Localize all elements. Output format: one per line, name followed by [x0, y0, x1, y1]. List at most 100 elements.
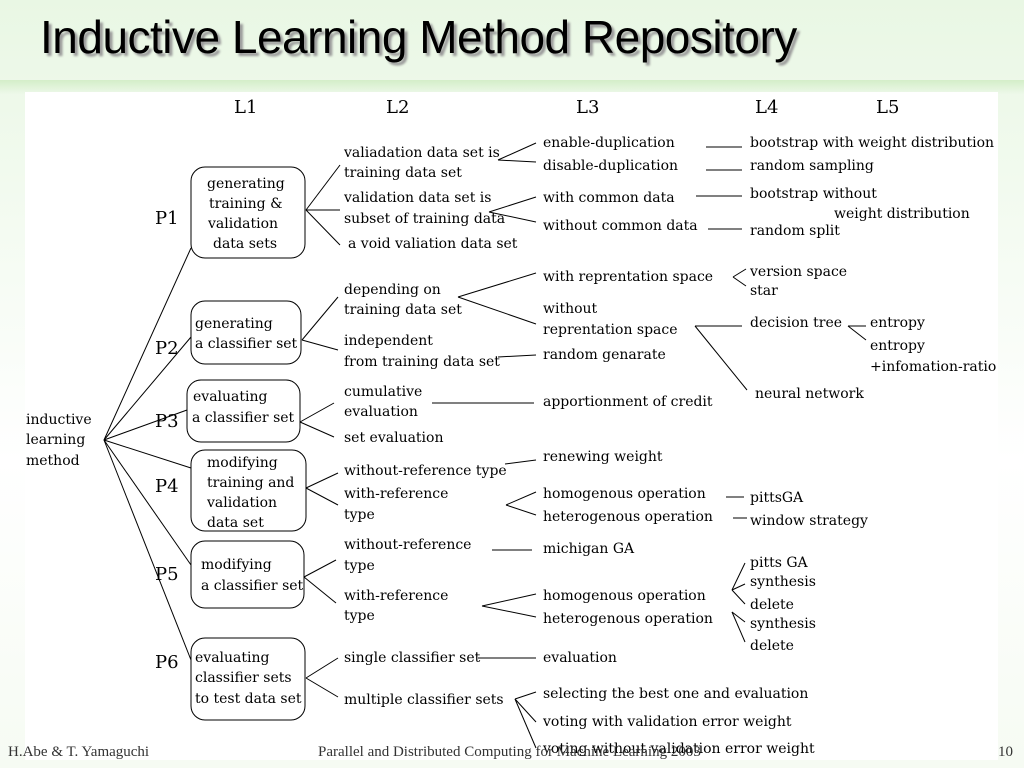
l2-p2a-line2: training data set	[344, 302, 462, 318]
l2-p5a-line2: type	[344, 558, 375, 574]
l4-random-sampling: random sampling	[750, 158, 874, 174]
l3-homogenous-operation-p4: homogenous operation	[543, 486, 706, 502]
l1-p3-line1: evaluating	[193, 389, 268, 405]
root-label-2: learning	[26, 432, 85, 448]
l3-enable-duplication: enable-duplication	[543, 135, 675, 151]
header-l2: L2	[386, 97, 409, 118]
l3-without-rep-line1: without	[543, 301, 598, 317]
l1-p4-line4: data set	[207, 515, 264, 531]
l2-p1c: a void valiation data set	[348, 236, 518, 252]
l1-l2-connectors	[299, 164, 341, 698]
l2-p1a-line2: training data set	[344, 165, 462, 181]
l2-p2b-line2: from training data set	[344, 354, 500, 370]
root-label-1: inductive	[26, 412, 92, 428]
l2-p5b-line1: with-reference	[344, 588, 448, 604]
l1-box-p3	[186, 379, 301, 443]
l2-p1a-line1: valiadation data set is	[343, 145, 500, 161]
l2-p5b-line2: type	[344, 608, 375, 624]
l4-random-split: random split	[750, 223, 840, 239]
title-divider	[0, 80, 1024, 94]
label-p2: P2	[155, 338, 179, 359]
l3-heterogenous-operation-p4: heterogenous operation	[543, 509, 713, 525]
l3-voting-with-weight: voting with validation error weight	[542, 714, 792, 730]
footer-page-number: 10	[998, 744, 1013, 760]
header-l5: L5	[876, 97, 899, 118]
l2-p3b: set evaluation	[344, 430, 443, 446]
label-p5: P5	[155, 564, 179, 585]
l3-with-reprentation-space: with reprentation space	[543, 269, 713, 285]
l3-with-common-data: with common data	[543, 190, 675, 206]
l2-p4b-line1: with-reference	[344, 486, 448, 502]
l1-p3-line2: a classifier set	[192, 410, 295, 426]
l2-p4b-line2: type	[344, 507, 375, 523]
l4-l5-connectors	[847, 325, 867, 341]
l1-p5-line2: a classifier set	[201, 578, 304, 594]
page-title: Inductive Learning Method Repository	[40, 11, 797, 63]
l3-renewing-weight: renewing weight	[543, 449, 663, 465]
l2-p4a: without-reference type	[344, 463, 507, 479]
l4-pittsga: pittsGA	[750, 490, 804, 506]
l2-p6a: single classifier set	[344, 650, 481, 666]
label-p6: P6	[155, 652, 179, 673]
l1-box-p2	[190, 300, 302, 365]
l3-without-rep-line2: reprentation space	[543, 322, 678, 338]
l3-voting-without-weight: voting without validation error weight	[542, 741, 815, 757]
label-p1: P1	[155, 208, 179, 229]
l3-disable-duplication: disable-duplication	[543, 158, 678, 174]
l4-weight-distribution: weight distribution	[834, 206, 970, 222]
header-l1: L1	[234, 97, 257, 118]
l5-entropy-ratio-line1: entropy	[870, 338, 925, 354]
l3-l4-connectors	[694, 146, 748, 643]
l4-synthesis-1: synthesis	[750, 574, 816, 590]
root-connectors	[103, 247, 192, 661]
l1-p6-line3: to test data set	[195, 691, 302, 707]
l4-pitts-ga: pitts GA	[750, 555, 809, 571]
l2-p1b-line1: validation data set is	[343, 190, 491, 206]
label-p3: P3	[155, 411, 179, 432]
l1-box-p5	[190, 540, 305, 609]
l3-random-genarate: random genarate	[543, 347, 666, 363]
root-label-3: method	[26, 453, 80, 469]
l1-p6-line2: classifier sets	[195, 670, 292, 686]
l4-delete-1: delete	[750, 597, 794, 613]
l4-version-space: version space	[749, 264, 847, 280]
label-p4: P4	[155, 476, 179, 497]
l2-p3a-line1: cumulative	[344, 384, 422, 400]
l4-decision-tree: decision tree	[750, 315, 842, 331]
l3-without-common-data: without common data	[543, 218, 698, 234]
l1-p1-line1: generating	[207, 176, 285, 192]
l1-p5-line1: modifying	[201, 557, 272, 573]
l1-p4-line2: training and	[207, 475, 294, 491]
l4-synthesis-2: synthesis	[750, 616, 816, 632]
l2-l3-connectors	[432, 142, 537, 749]
l1-box-p1	[190, 166, 306, 259]
l3-selecting-best: selecting the best one and evaluation	[543, 686, 808, 702]
l1-p1-line2: training &	[209, 196, 283, 212]
l2-p5a-line1: without-reference	[344, 537, 471, 553]
l1-p1-line4: data sets	[213, 236, 277, 252]
l5-entropy-ratio-line2: +infomation-ratio	[870, 359, 996, 375]
l1-p1-line3: validation	[207, 216, 278, 232]
l1-p2-line2: a classifier set	[195, 336, 298, 352]
diagram-panel: L1 L2 L3 L4 L5 inductive learning method…	[25, 92, 998, 760]
l4-neural-network: neural network	[755, 386, 864, 402]
l1-p4-line1: modifying	[207, 455, 278, 471]
l2-p2a-line1: depending on	[344, 282, 441, 298]
l4-delete-2: delete	[750, 638, 794, 654]
repository-tree-diagram: L1 L2 L3 L4 L5 inductive learning method…	[26, 97, 996, 757]
l3-michigan-ga: michigan GA	[543, 541, 635, 557]
footer-conference: Parallel and Distributed Computing for M…	[318, 744, 701, 760]
l1-p4-line3: validation	[206, 495, 277, 511]
l4-window-strategy: window strategy	[750, 513, 868, 529]
l2-p6b: multiple classifier sets	[344, 692, 504, 708]
l5-entropy: entropy	[870, 315, 925, 331]
l3-evaluation: evaluation	[543, 650, 617, 666]
l1-p6-line1: evaluating	[195, 650, 270, 666]
l1-box-p6	[190, 637, 306, 721]
l3-homogenous-operation-p5: homogenous operation	[543, 588, 706, 604]
l1-box-p4	[190, 449, 307, 532]
l3-heterogenous-operation-p5: heterogenous operation	[543, 611, 713, 627]
l4-star: star	[750, 283, 778, 299]
l2-p3a-line2: evaluation	[344, 404, 418, 420]
l4-bootstrap-without: bootstrap without	[750, 186, 877, 202]
